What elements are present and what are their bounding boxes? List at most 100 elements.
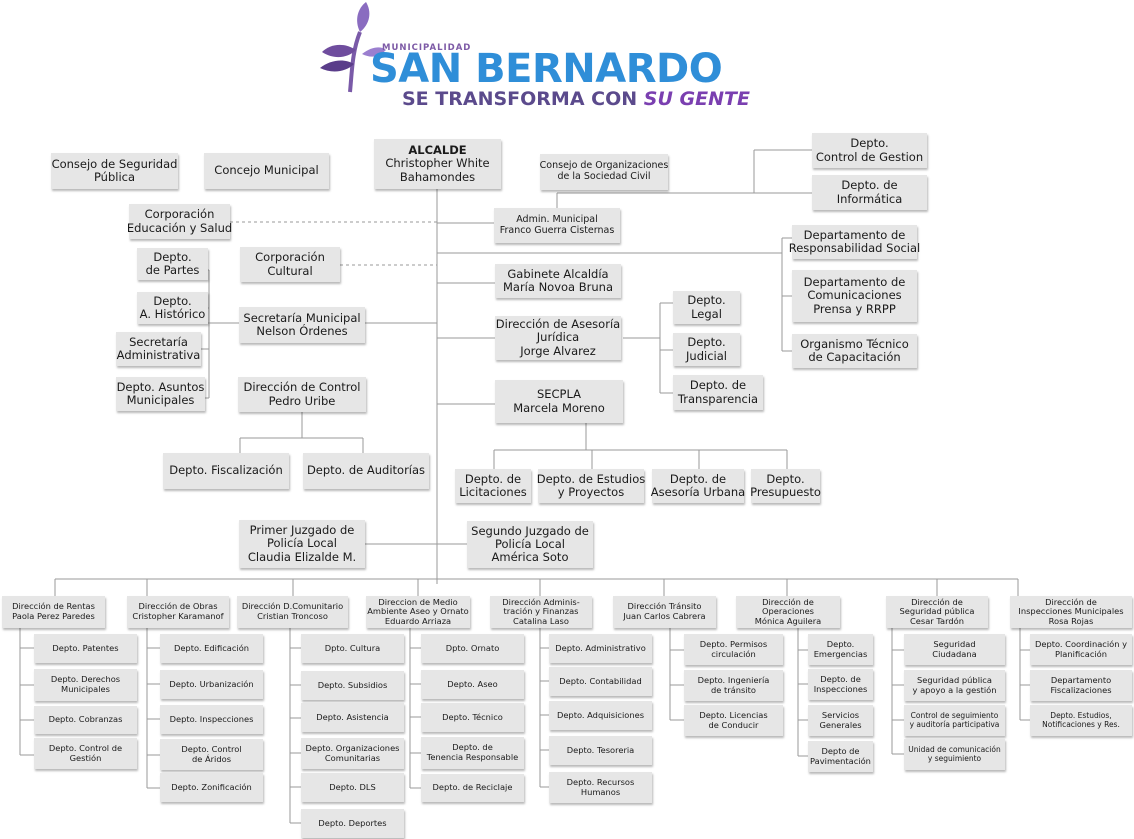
node-label: Depto. Asistencia <box>316 711 389 722</box>
node-label: Dirección D.Comunitario <box>241 601 344 612</box>
node-c-subsidios: Depto. Subsidios <box>301 671 404 700</box>
node-f-contabilidad: Depto. Contabilidad <box>549 667 652 696</box>
node-depto-partes: Depto.de Partes <box>137 248 208 280</box>
node-label: Depto. Control <box>181 743 242 754</box>
node-label: María Novoa Bruna <box>502 280 614 294</box>
node-label: Depto. de <box>464 471 522 486</box>
node-label: Organismo Técnico <box>800 336 909 351</box>
node-label: Dirección de Obras <box>138 601 218 612</box>
node-label: Control de Gestion <box>815 149 924 164</box>
node-label: de Capacitación <box>808 350 901 364</box>
node-label: Depto. Asuntos <box>116 379 205 394</box>
node-label: Admin. Municipal <box>516 213 598 225</box>
node-label: Depto de <box>821 745 860 756</box>
node-label: Franco Guerra Cisternas <box>499 224 615 236</box>
node-m-ornato: Dpto. Ornato <box>421 634 524 663</box>
node-c-dls: Depto. DLS <box>301 773 404 802</box>
node-label: Consejo de Organizaciones <box>539 160 669 172</box>
node-label: Depto. de Auditorías <box>306 463 426 478</box>
node-label: Dirección de Asesoría <box>495 317 621 332</box>
node-label: Cultural <box>267 263 313 278</box>
node-label: Depto. Adquisiciones <box>556 709 645 720</box>
node-label: de tránsito <box>711 684 756 695</box>
node-label: Municipales <box>126 393 195 407</box>
node-label: Dirección de <box>762 596 814 607</box>
node-label: Departamento de <box>803 275 906 290</box>
node-label: Consejo de Seguridad <box>51 156 178 171</box>
node-label: de Conducir <box>708 719 759 730</box>
node-label: Primer Juzgado de <box>249 523 355 538</box>
node-label: Pavimentación <box>810 755 871 766</box>
node-label: Depto. de Reciclaje <box>432 782 513 793</box>
node-label: Judicial <box>686 348 727 363</box>
node-label: Depto. Control de <box>48 742 123 753</box>
node-label: Concejo Municipal <box>214 163 319 178</box>
node-label: A. Histórico <box>139 307 206 321</box>
node-label: Depto. Técnico <box>442 711 503 722</box>
node-label: Notificaciones y Res. <box>1042 719 1120 729</box>
node-label: Secretaría Municipal <box>243 310 361 325</box>
node-label: Depto. <box>153 293 192 308</box>
node-label: Depto. Deportes <box>318 817 387 828</box>
node-label: Informática <box>836 191 903 206</box>
node-o-urbanizacion: Depto. Urbanización <box>160 670 263 699</box>
node-label: Depto. Estudios, <box>1050 710 1112 720</box>
node-label: Responsabilidad Social <box>788 241 921 255</box>
node-label: Presupuesto <box>750 485 821 499</box>
node-historico: Depto.A. Histórico <box>137 292 208 324</box>
node-auditorias: Depto. de Auditorías <box>303 453 429 489</box>
node-label: Prensa y RRPP <box>813 301 896 316</box>
node-label: Depto. Edificación <box>173 642 250 653</box>
node-label: Depto. de <box>689 378 747 393</box>
node-label: Depto. Tesoreria <box>566 744 635 755</box>
node-label: Humanos <box>580 786 621 797</box>
node-c-asistencia: Depto. Asistencia <box>301 703 404 732</box>
node-label: Eduardo Arriaza <box>384 615 452 626</box>
node-label: Emergencias <box>813 648 868 659</box>
node-label: Cristian Troncoso <box>257 611 328 621</box>
node-label: Comunicaciones <box>807 288 902 303</box>
node-label: Jurídica <box>536 330 580 345</box>
node-label: de Áridos <box>191 753 232 764</box>
node-label: y apoyo a la gestión <box>912 684 997 695</box>
node-label: ALCALDE <box>408 143 467 158</box>
node-label: Tenencia Responsable <box>426 752 519 762</box>
node-label: Inspecciones Municipales <box>1018 606 1124 617</box>
node-label: Depto. Derechos <box>50 674 121 685</box>
node-label: Depto. Ingeniería <box>697 674 770 685</box>
node-label: Depto. de <box>841 178 898 193</box>
node-label: Depto. Contabilidad <box>559 675 642 686</box>
node-label: Dirección de Control <box>243 380 361 395</box>
node-label: Depto. <box>687 293 726 308</box>
node-label: Ciudadana <box>932 648 977 659</box>
node-label: Dpto. Cultura <box>324 642 381 653</box>
node-label: Seguridad pública <box>899 606 975 617</box>
node-label: Depto. Aseo <box>447 678 498 689</box>
node-label: Depto. de Estudios <box>536 471 646 486</box>
node-label: Servicios <box>821 709 860 720</box>
node-label: Depto. <box>153 249 192 264</box>
node-c-deportes: Depto. Deportes <box>301 809 404 838</box>
